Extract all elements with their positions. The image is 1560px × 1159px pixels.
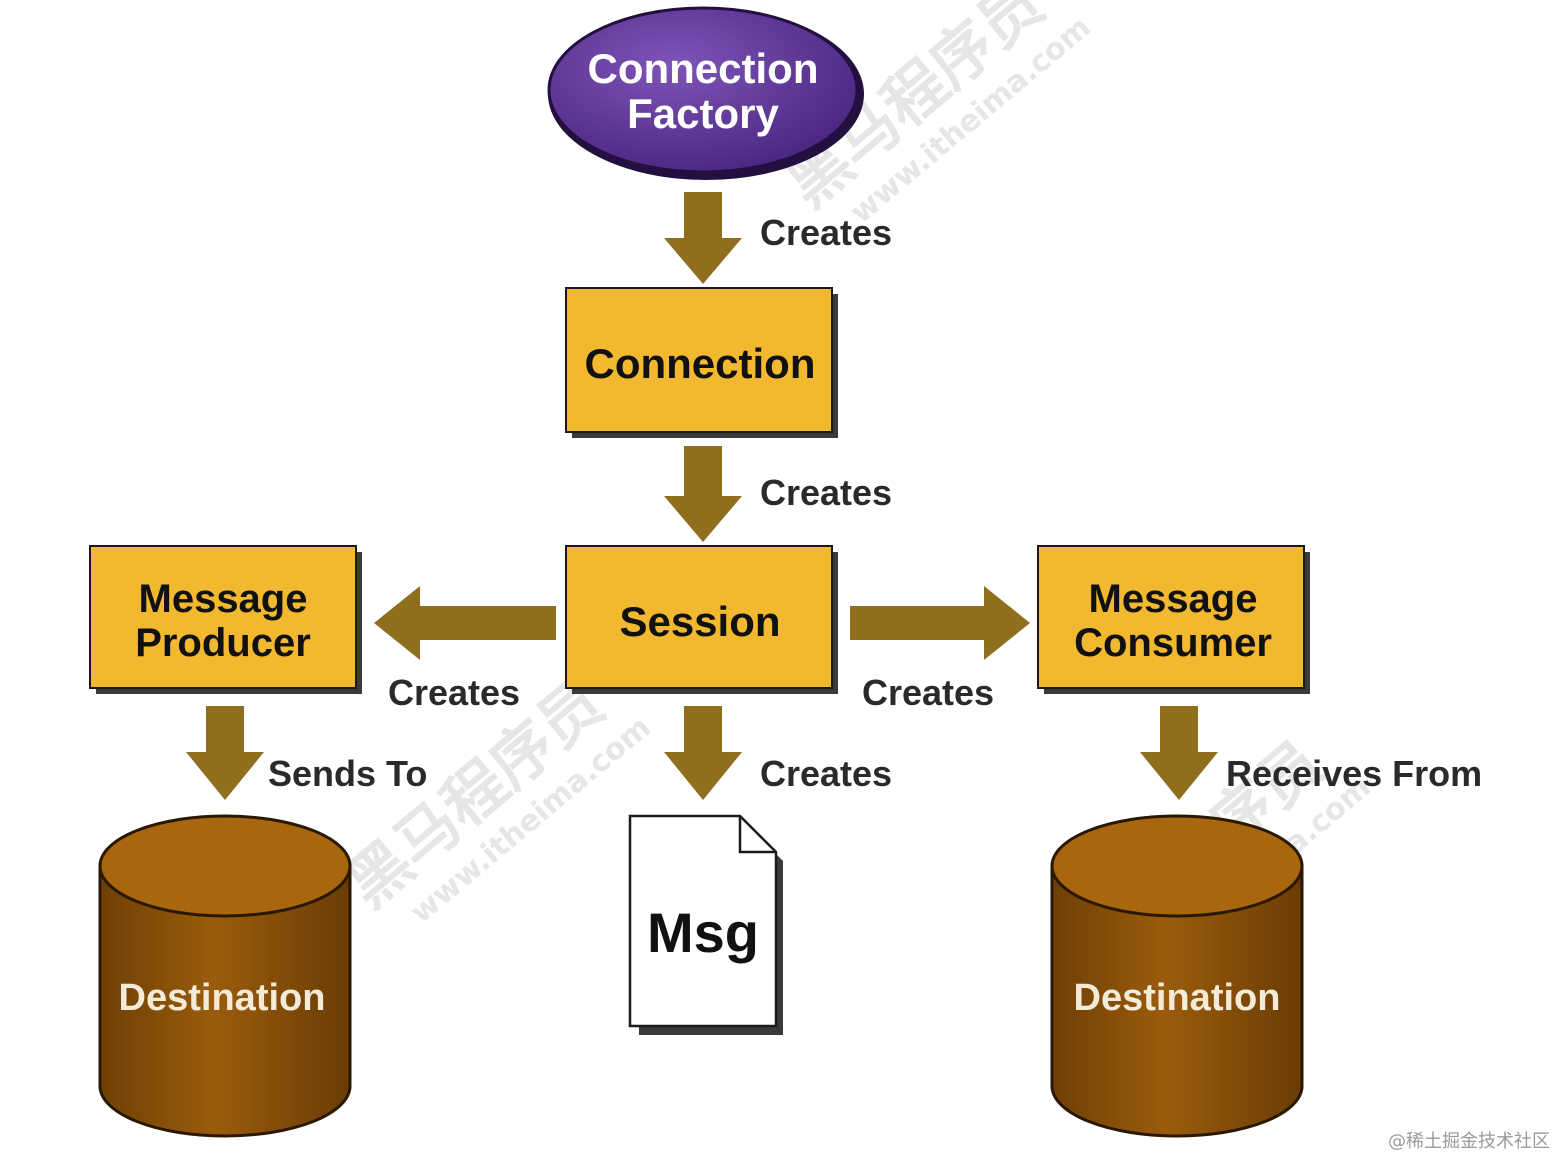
connection-label: Connection	[585, 340, 816, 387]
edge-label-sends-to: Sends To	[268, 753, 427, 794]
arrow-down-icon	[186, 706, 264, 800]
connection-node: Connection	[565, 287, 838, 438]
session-label: Session	[619, 598, 780, 645]
edge-label-connection-creates: Creates	[760, 472, 892, 513]
message-producer-label-line2: Producer	[135, 621, 311, 665]
message-producer-label-line1: Message	[139, 577, 308, 621]
credit-text: @稀土掘金技术社区	[1388, 1131, 1550, 1152]
destination-left-label: Destination	[119, 977, 326, 1019]
session-node: Session	[565, 545, 838, 694]
message-consumer-label-line2: Consumer	[1074, 621, 1272, 665]
edge-label-factory-creates: Creates	[760, 212, 892, 253]
message-consumer-node: Message Consumer	[1037, 545, 1310, 694]
edge-label-consumer-creates: Creates	[862, 672, 994, 713]
msg-document-node: Msg	[628, 814, 783, 1035]
arrow-down-icon	[664, 192, 742, 284]
arrow-down-icon	[1140, 706, 1218, 800]
message-consumer-label-line1: Message	[1089, 577, 1258, 621]
destination-right-node: Destination	[1050, 814, 1304, 1138]
connection-factory-node: Connection Factory	[547, 6, 864, 180]
destination-left-node: Destination	[98, 814, 352, 1138]
arrows	[186, 192, 1218, 800]
msg-label: Msg	[647, 901, 759, 964]
connection-factory-label-line1: Connection	[588, 45, 819, 92]
edge-label-receives-from: Receives From	[1226, 753, 1482, 794]
edge-label-producer-creates: Creates	[388, 672, 520, 713]
arrow-right-icon	[850, 586, 1030, 660]
edge-label-msg-creates: Creates	[760, 753, 892, 794]
connection-factory-label-line2: Factory	[627, 90, 779, 137]
arrow-left-icon	[374, 586, 556, 660]
arrow-down-icon	[664, 706, 742, 800]
destination-right-label: Destination	[1074, 977, 1281, 1019]
arrow-down-icon	[664, 446, 742, 542]
message-producer-node: Message Producer	[89, 545, 362, 694]
